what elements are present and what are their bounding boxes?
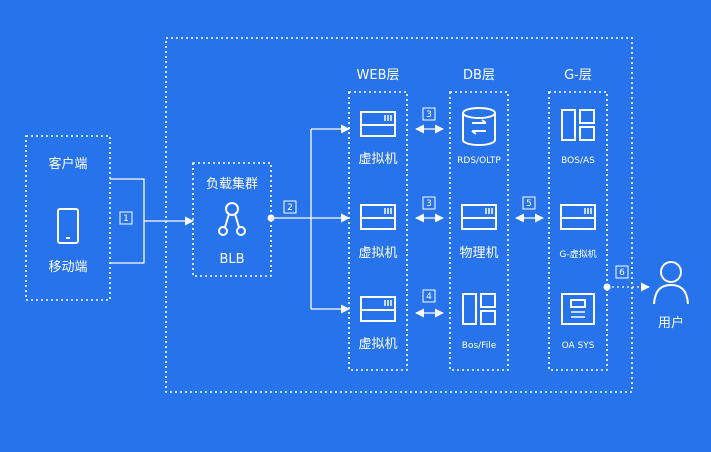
step-badge-4	[422, 289, 436, 303]
db-layer-title: DB层	[463, 68, 495, 83]
document-box-icon	[561, 293, 595, 325]
database-icon	[462, 107, 496, 146]
web-node-2-label: 虚拟机	[358, 246, 397, 261]
web-node-3-label: 虚拟机	[358, 337, 397, 352]
step-label-3a: 3	[426, 110, 432, 120]
server-icon	[461, 204, 497, 230]
client-box	[25, 135, 111, 301]
g-layer-title: G-层	[564, 68, 592, 83]
user-icon	[653, 261, 689, 305]
web-node-1-label: 虚拟机	[358, 152, 397, 167]
server-icon	[360, 204, 396, 230]
g-layer-box	[548, 91, 608, 371]
step-badge-6	[615, 265, 629, 279]
lb-box	[192, 162, 272, 277]
web-layer-title: WEB层	[357, 68, 400, 83]
db-node-2-label: 物理机	[459, 246, 498, 261]
client-device-label: 移动端	[48, 260, 87, 275]
db-layer-box	[449, 91, 509, 371]
step-badge-1	[119, 211, 133, 225]
server-icon	[360, 111, 396, 137]
step-label-1: 1	[123, 214, 129, 224]
server-icon	[560, 204, 596, 230]
user-label: 用户	[658, 315, 684, 331]
client-title: 客户端	[48, 156, 87, 172]
step-label-3b: 3	[426, 199, 432, 209]
step-label-2: 2	[287, 203, 293, 213]
lb-name: BLB	[219, 252, 244, 267]
web-layer-box	[348, 91, 408, 371]
step-badge-2	[283, 200, 297, 214]
share-node-icon	[218, 202, 246, 236]
grid-layout-icon	[462, 293, 496, 325]
step-badge-3a	[422, 107, 436, 121]
step-badge-3b	[422, 196, 436, 210]
phone-icon	[57, 208, 79, 244]
step-label-6: 6	[619, 268, 625, 278]
lb-title: 负载集群	[206, 176, 258, 192]
server-icon	[360, 296, 396, 322]
db-node-3-label: Bos/File	[462, 341, 497, 351]
g-node-1-label: BOS/AS	[561, 156, 595, 166]
step-label-5: 5	[526, 199, 532, 209]
g-node-3-label: OA SYS	[562, 341, 595, 351]
grid-layout-icon	[561, 109, 595, 141]
g-node-2-label: G-虚拟机	[559, 248, 596, 260]
db-node-1-label: RDS/OLTP	[457, 156, 501, 166]
step-badge-5	[522, 196, 536, 210]
step-label-4: 4	[426, 292, 432, 302]
